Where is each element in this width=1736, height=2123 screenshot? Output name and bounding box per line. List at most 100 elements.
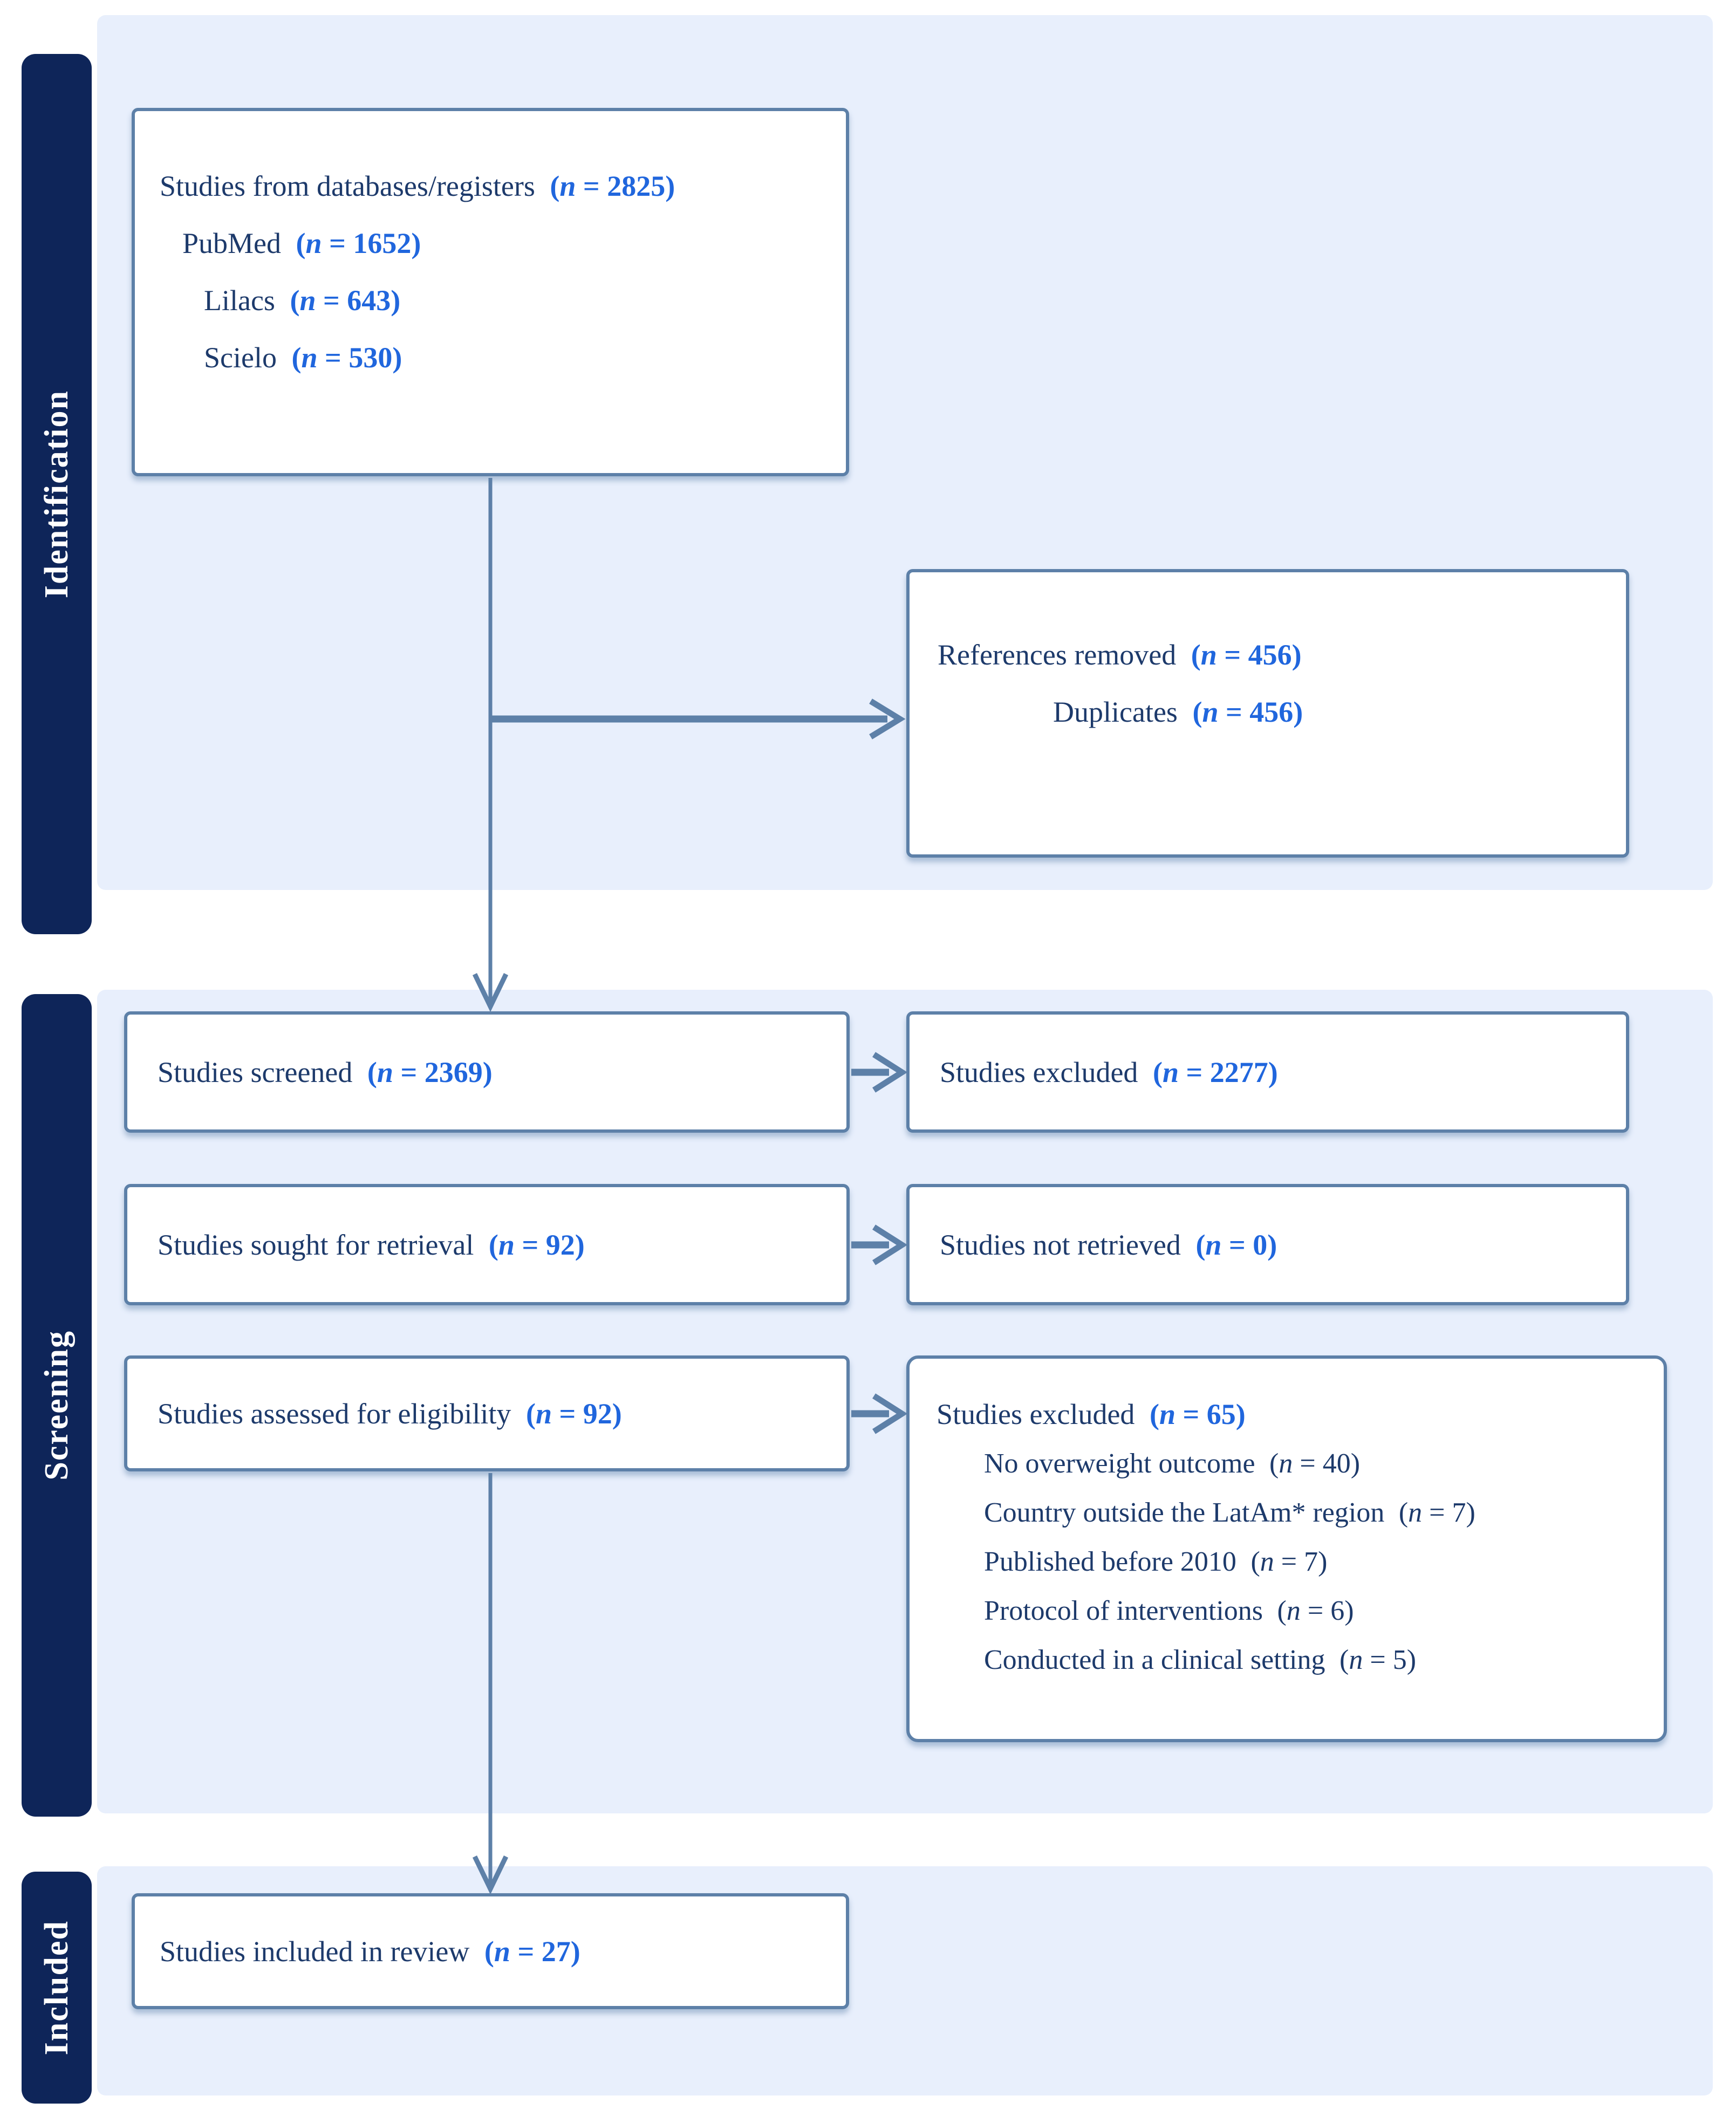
equals-sign: = bbox=[1175, 1398, 1207, 1430]
included-count: (n = 27) bbox=[484, 1935, 580, 1968]
box-studies-excluded-screening: Studies excluded (n = 2277) bbox=[906, 1011, 1629, 1133]
paren-open: ( bbox=[1277, 1595, 1287, 1626]
equals-sign: = bbox=[322, 227, 353, 259]
assessed-line: Studies assessed for eligibility (n = 92… bbox=[158, 1385, 846, 1442]
paren-open: ( bbox=[525, 1397, 536, 1430]
exclusion-reason: Protocol of interventions (n = 6) bbox=[984, 1586, 1648, 1635]
n-symbol: n bbox=[559, 170, 576, 202]
paren-open: ( bbox=[1191, 639, 1201, 671]
databases-count: (n = 2825) bbox=[550, 170, 675, 202]
equals-sign: = bbox=[393, 1056, 425, 1088]
source-label: Lilacs bbox=[204, 284, 275, 317]
count-value: 1652 bbox=[353, 227, 412, 259]
paren-close: ) bbox=[1466, 1497, 1475, 1528]
duplicates-count: (n = 456) bbox=[1192, 696, 1303, 728]
paren-close: ) bbox=[1293, 696, 1303, 728]
equals-sign: = bbox=[1179, 1056, 1210, 1088]
paren-close: ) bbox=[570, 1935, 580, 1968]
paren-close: ) bbox=[391, 284, 401, 317]
paren-close: ) bbox=[1318, 1546, 1328, 1577]
count-value: 7 bbox=[1452, 1497, 1466, 1528]
n-symbol: n bbox=[1162, 1056, 1179, 1088]
source-count: (n = 530) bbox=[292, 341, 402, 374]
paren-close: ) bbox=[1291, 639, 1302, 671]
equals-sign: = bbox=[1422, 1497, 1452, 1528]
n-symbol: n bbox=[301, 341, 318, 374]
paren-close: ) bbox=[1235, 1398, 1246, 1430]
reason-label: Country outside the LatAm* region bbox=[984, 1497, 1385, 1528]
box-studies-sought-retrieval: Studies sought for retrieval (n = 92) bbox=[124, 1184, 850, 1305]
paren-close: ) bbox=[1344, 1595, 1354, 1626]
screened-label: Studies screened bbox=[158, 1056, 353, 1088]
references-main-line: References removed (n = 456) bbox=[938, 626, 1610, 683]
count-value: 0 bbox=[1253, 1228, 1268, 1261]
exclusion-reason: No overweight outcome (n = 40) bbox=[984, 1439, 1648, 1488]
paren-open: ( bbox=[296, 227, 306, 259]
equals-sign: = bbox=[1218, 696, 1250, 728]
equals-sign: = bbox=[1300, 1595, 1331, 1626]
paren-open: ( bbox=[1339, 1645, 1349, 1675]
paren-open: ( bbox=[488, 1228, 498, 1261]
not-retrieved-label: Studies not retrieved bbox=[940, 1228, 1181, 1261]
reason-count: (n = 7) bbox=[1399, 1497, 1475, 1528]
references-count: (n = 456) bbox=[1191, 639, 1302, 671]
equals-sign: = bbox=[1293, 1448, 1323, 1479]
n-symbol: n bbox=[377, 1056, 393, 1088]
equals-sign: = bbox=[317, 341, 349, 374]
reason-label: Protocol of interventions bbox=[984, 1595, 1263, 1626]
equals-sign: = bbox=[576, 170, 607, 202]
paren-close: ) bbox=[1406, 1645, 1417, 1675]
paren-open: ( bbox=[367, 1056, 377, 1088]
n-symbol: n bbox=[299, 284, 316, 317]
n-symbol: n bbox=[498, 1228, 515, 1261]
box-studies-from-databases: Studies from databases/registers (n = 28… bbox=[132, 108, 849, 476]
reason-count: (n = 6) bbox=[1277, 1595, 1354, 1626]
sought-label: Studies sought for retrieval bbox=[158, 1228, 474, 1261]
paren-close: ) bbox=[1350, 1448, 1361, 1479]
n-symbol: n bbox=[1159, 1398, 1175, 1430]
equals-sign: = bbox=[552, 1397, 583, 1430]
stage-label-included: Included bbox=[38, 1920, 75, 2056]
box-references-removed: References removed (n = 456) Duplicates … bbox=[906, 569, 1629, 858]
equals-sign: = bbox=[1216, 639, 1248, 671]
not-retrieved-line: Studies not retrieved (n = 0) bbox=[940, 1216, 1626, 1273]
excluded-screening-label: Studies excluded bbox=[940, 1056, 1138, 1088]
excluded-eligibility-label: Studies excluded bbox=[937, 1398, 1135, 1430]
paren-close: ) bbox=[1267, 1228, 1277, 1261]
reason-label: Conducted in a clinical setting bbox=[984, 1645, 1325, 1675]
duplicates-label: Duplicates bbox=[1053, 696, 1178, 728]
paren-close: ) bbox=[575, 1228, 585, 1261]
source-count: (n = 1652) bbox=[296, 227, 421, 259]
box-studies-included-review: Studies included in review (n = 27) bbox=[132, 1893, 849, 2009]
count-value: 40 bbox=[1322, 1448, 1351, 1479]
references-label: References removed bbox=[938, 639, 1177, 671]
count-value: 92 bbox=[583, 1397, 612, 1430]
paren-open: ( bbox=[291, 341, 302, 374]
paren-open: ( bbox=[1192, 696, 1202, 728]
equals-sign: = bbox=[1274, 1546, 1304, 1577]
not-retrieved-count: (n = 0) bbox=[1195, 1229, 1277, 1261]
paren-close: ) bbox=[1268, 1056, 1278, 1088]
stage-label-screening: Screening bbox=[38, 1330, 75, 1481]
source-count: (n = 643) bbox=[290, 284, 400, 317]
source-label: Scielo bbox=[204, 341, 277, 374]
reason-count: (n = 40) bbox=[1269, 1448, 1360, 1479]
count-value: 6 bbox=[1330, 1595, 1345, 1626]
source-line-pubmed: PubMed (n = 1652) bbox=[182, 215, 830, 272]
stage-bar-included: Included bbox=[22, 1872, 92, 2104]
databases-main-line: Studies from databases/registers (n = 28… bbox=[160, 157, 830, 215]
count-value: 2825 bbox=[607, 170, 666, 202]
box-studies-not-retrieved: Studies not retrieved (n = 0) bbox=[906, 1184, 1629, 1305]
excluded-eligibility-main-line: Studies excluded (n = 65) bbox=[937, 1390, 1648, 1439]
source-label: PubMed bbox=[182, 227, 282, 259]
paren-open: ( bbox=[1149, 1398, 1159, 1430]
count-value: 456 bbox=[1249, 696, 1294, 728]
count-value: 65 bbox=[1206, 1398, 1236, 1430]
n-symbol: n bbox=[1349, 1645, 1363, 1675]
excluded-eligibility-count: (n = 65) bbox=[1150, 1398, 1246, 1430]
count-value: 92 bbox=[545, 1228, 575, 1261]
reason-label: No overweight outcome bbox=[984, 1448, 1255, 1479]
stage-bar-screening: Screening bbox=[22, 994, 92, 1817]
n-symbol: n bbox=[1205, 1228, 1222, 1261]
